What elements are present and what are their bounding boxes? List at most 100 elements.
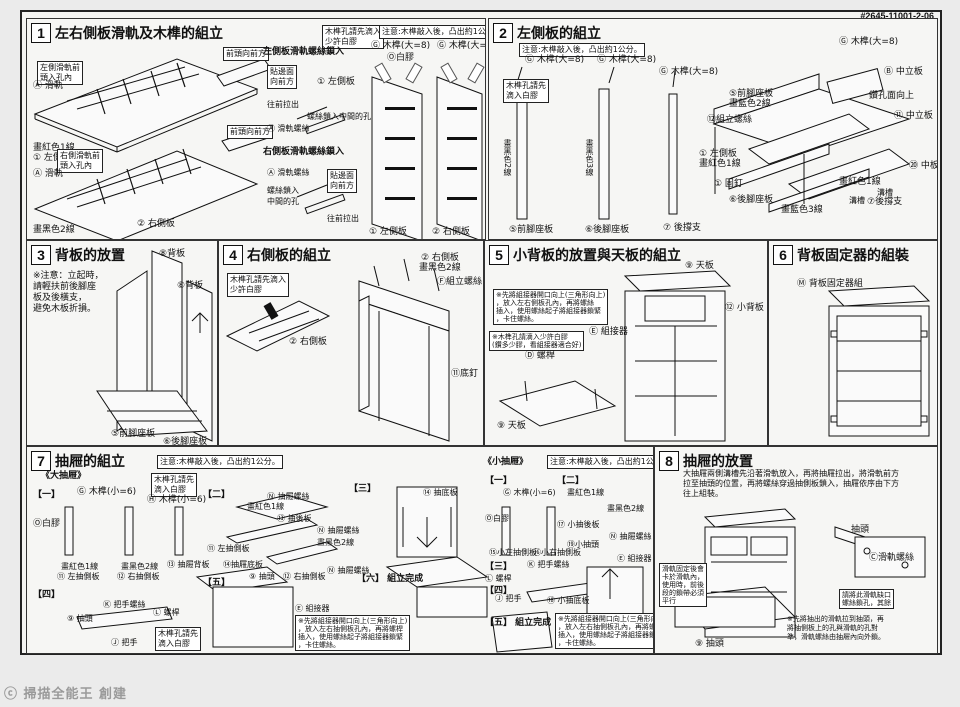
small-back: ⑰ 小抽後板 (557, 520, 600, 529)
step-2-drawing (516, 66, 911, 220)
sub-step-1: 【一】 (33, 490, 61, 500)
assembly-screw: ⑫組立螺絲 (707, 115, 753, 125)
step-number: 6 (773, 245, 793, 265)
drawer-bottom-label: ⑭ 抽底板 (423, 488, 458, 497)
sub-step-6: 【六】 組立完成 (357, 574, 424, 584)
step-6-drawing (827, 285, 931, 437)
drawer-screw-3: Ⓝ 抽屜螺絲 (327, 566, 370, 575)
glue-label: Ⓞ白膠 (387, 53, 415, 63)
bottom-screw-label: ⑪底釘 (451, 369, 479, 379)
dowel-note: 注意:木榫敲入後，凸出約1公分。 (157, 455, 283, 469)
middle-stand-label-2: ⑪ 中立板 (894, 111, 933, 121)
sub-step-2: 【二】 (203, 490, 231, 500)
right-side-label: ② 右側板 (432, 227, 470, 237)
drawer-front-label-2: ⑨ 抽頭 (695, 639, 724, 649)
screw-rod-label: Ⓓ 螺桿 (525, 351, 555, 361)
back-board-label: ⑬ 抽後板 (277, 514, 312, 523)
drawer-screw-2: Ⓝ 抽屜螺絲 (317, 526, 360, 535)
middle-panel-label: ⑳ 中板 (909, 161, 938, 171)
red-line-1: 畫紅色1線 (699, 159, 741, 169)
connector-label: Ⓔ 組接器 (295, 604, 330, 613)
left-drawer-side: ⑪ 左抽側板 (57, 572, 100, 581)
top-panel-label-2: ⑨ 天板 (497, 421, 526, 431)
drawer-back-label: ⑬ 抽屜背板 (167, 560, 210, 569)
small-bottom: ⑱ 小抽底板 (547, 596, 590, 605)
glue-label: Ⓞ白膠 (33, 519, 61, 529)
step-number: 4 (223, 245, 243, 265)
sub-step-3: 【三】 (349, 484, 377, 494)
big-drawer-title: 《大抽屜》 (41, 471, 87, 481)
connector-note: ※先將組接器開口向上(三角形向上) ，放入左右側板孔內，再將螺絲 插入，使用螺絲… (493, 289, 609, 325)
handle-screw-label: Ⓚ 把手螺絲 (103, 600, 146, 609)
rail-front-box-2: 右側滑軌前 頭入孔內 (57, 149, 103, 173)
small-right-side: ⑯小右抽側板 (533, 548, 581, 557)
step-4-panel: 4 右側板的組立 木榫孔請先滴入 少許白膠 ② 右側板 ② 右側板 畫黑色2線 … (218, 240, 484, 446)
right-drawer-side: ⑫ 右抽側板 (117, 572, 160, 581)
dowel-note: 注意:木榫敲入後，凸出約1公分。 (379, 25, 485, 39)
placement-description: 大抽屜兩側溝槽先沿著滑軌放入，再將抽屜拉出，將滑軌前方 拉至抽頭的位置，再將螺絲… (683, 469, 899, 498)
drawer-screw-1: Ⓝ 抽屜螺絲 (267, 492, 310, 501)
step-2-panel: 2 左側板的組立 木榫孔請先 滴入白膠 注意:木榫敲入後，凸出約1 (488, 18, 938, 240)
small-handle: Ⓙ 把手 (495, 594, 522, 603)
small-sub-step-2: 【二】 (557, 476, 585, 486)
step-6-panel: 6 背板固定器的組裝 Ⓜ 背板固定器組 (768, 240, 938, 446)
left-panel-label: ① 左側板 (33, 153, 71, 163)
sub-step-4: 【四】 (33, 590, 61, 600)
rail-note-box: 滑軌固定後會 卡於滑軌內， 使用時，前後 段的鎖帶必須 平行 (659, 563, 707, 607)
face-up-label: 鑽孔面向上 (869, 91, 915, 101)
right-panel-label-2: ② 右側板 (421, 253, 459, 263)
dowel-glue-box-2: 木榫孔請先 滴入白膠 (155, 627, 201, 651)
step-number: 3 (31, 245, 51, 265)
instruction-sheet: #2645-11001-2-06 1 左右側板滑軌及木榫的組立 (20, 10, 942, 655)
dowel-a-label: Ⓖ 木榫(大=8) (525, 55, 585, 65)
step-title: 左右側板滑軌及木榫的組立 (55, 26, 223, 42)
small-sub-step-3: 【三】 (485, 562, 513, 572)
step-title: 抽屜的放置 (683, 454, 753, 470)
left-side-2: ⑪ 左抽側板 (207, 544, 250, 553)
front-base-label-2: ⑤前腳座板 (729, 89, 774, 99)
small-screw: Ⓝ 抽屜螺絲 (609, 532, 652, 541)
step-title: 右側板的組立 (247, 248, 331, 264)
small-connector-note: ※先將組接器開口向上(三角形向上) ，放入左右抽側板孔內，再將螺桿 插入，使用螺… (555, 613, 653, 649)
scanner-watermark: ⓒ 掃描全能王 創建 (4, 687, 128, 702)
dowel-glue-box: 木榫孔請先 滴入白膠 (503, 79, 549, 103)
right-panel-label: ② 右側板 (289, 337, 327, 347)
back-panel-label-a: ⑧背板 (159, 249, 186, 259)
drawer-front-label: 抽頭 (851, 525, 870, 535)
dowel-b-label: Ⓖ 木榫(大=8) (597, 55, 657, 65)
small-sub-step-1: 【一】 (485, 476, 513, 486)
small-drawer-title: 《小抽屜》 (483, 457, 529, 467)
step-number: 5 (489, 245, 509, 265)
rail-screw-note: ※先將抽出的滑軌拉到抽頭，再 將抽側板上的孔與滑軌的孔對 準，滑軌螺絲由抽屜內向… (787, 615, 885, 641)
black-line-label: 畫黑色2線 (33, 225, 75, 235)
small-glue-label: Ⓞ白膠 (485, 514, 509, 523)
screw-middle-label-2: 螺絲鎖入 中間的孔 (267, 186, 299, 206)
red-line-1b: 畫紅色1線 (247, 502, 285, 511)
connector-label: Ⓔ 組接器 (589, 327, 628, 337)
fixer-label: Ⓜ 背板固定器組 (797, 279, 863, 289)
small-dowel-label: Ⓖ 木榫(小=6) (503, 488, 556, 497)
screw-middle-label: 螺絲鎖入中間的孔 (307, 112, 371, 121)
back-brace-label: ⑦後撐支 (867, 197, 903, 207)
part-code: #2645-11001-2-06 (860, 11, 934, 21)
step-title: 抽屜的組立 (55, 454, 125, 470)
left-side-label: ① 左側板 (369, 227, 407, 237)
step-title: 小背板的放置與天板的組立 (513, 248, 681, 264)
step-7-panel: 7 抽屜的組立 (26, 446, 654, 654)
black-line-label: 畫黑色2線 (419, 263, 461, 273)
step-number: 8 (659, 451, 679, 471)
small-connector: Ⓔ 組接器 (617, 554, 652, 563)
step-3-panel: 3 背板的放置 ※注意：立起時， 請輕扶前後腳座 板及後橫支， 避免木板折損。 … (26, 240, 218, 446)
step-8-drawing (673, 508, 926, 638)
blue-line-3: 畫藍色3線 (781, 205, 823, 215)
red-line-label: 畫紅色1線 (33, 143, 75, 153)
back-base-label: ⑥後腳座板 (163, 437, 208, 446)
right-side-2: ⑫ 右抽側板 (283, 572, 326, 581)
screw-rod-label: Ⓛ 螺桿 (153, 608, 180, 617)
rail-b-label: Ⓐ 滑軌 (33, 169, 63, 179)
screw-right-box: 貼邊面 向前方 (327, 169, 357, 193)
black-line-label: 畫黑色2線 (121, 562, 159, 571)
red-line-3: 畫藍色2線 (729, 99, 771, 109)
groove-label-2: 溝槽 (849, 196, 865, 205)
rail-note-box-2: 請將此滑軌缺口 螺絲鎖孔，其餘 (839, 589, 894, 609)
